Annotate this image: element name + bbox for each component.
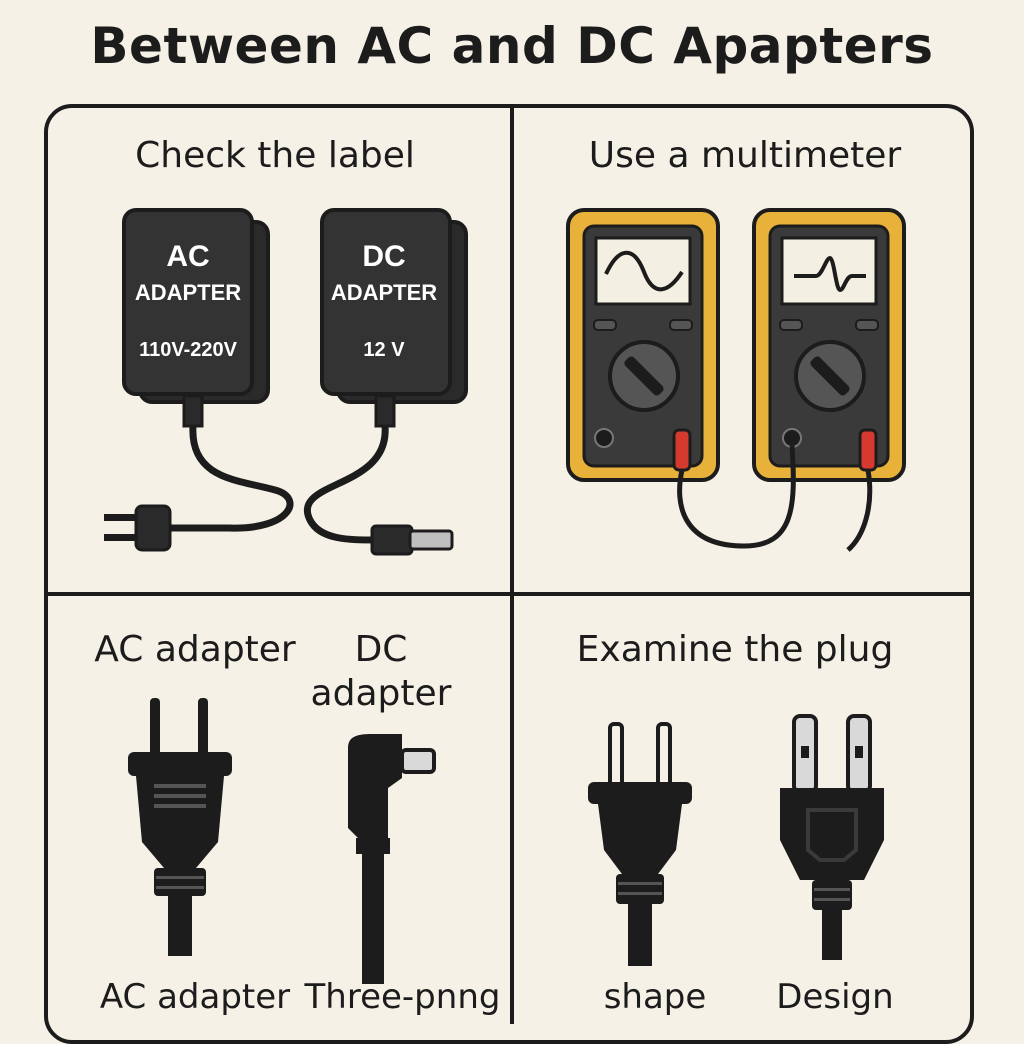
ac-adapter-heading: AC adapter — [94, 629, 296, 670]
plug-heading: Examine the plug — [576, 629, 894, 670]
dc-plug-icon — [348, 734, 436, 984]
dc-adapter-line1: DC — [362, 240, 405, 273]
dc-adapter-rating: 12 V — [363, 339, 405, 361]
label-heading: Check the label — [135, 135, 415, 176]
probe-lead-left — [677, 445, 796, 549]
ac-adapter-icon: AC ADAPTER 110V-220V — [104, 208, 294, 552]
ac-adapter-line2: ADAPTER — [135, 280, 241, 305]
multimeter-illustration — [566, 208, 906, 552]
two-prong-plug-icon — [588, 722, 692, 966]
plug-shape-caption: shape — [603, 977, 707, 1017]
grid-divider-vertical — [510, 104, 514, 1024]
adapters-illustration: AC ADAPTER 110V-220V DC ADAPTER 12 V — [104, 208, 468, 556]
dc-adapter-line2: ADAPTER — [331, 280, 437, 305]
dc-adapter-icon: DC ADAPTER 12 V — [304, 208, 468, 556]
multimeter-left-icon — [566, 208, 720, 482]
dc-adapter-heading-line2: adapter — [310, 673, 452, 714]
page-title: Between AC and DC Apapters — [90, 17, 934, 75]
ac-adapter-rating: 110V-220V — [139, 339, 238, 361]
grid-divider-horizontal — [44, 592, 974, 596]
ac-plug-icon — [128, 698, 232, 956]
dc-adapter-heading-line1: DC — [354, 629, 408, 670]
ac-adapter-line1: AC — [166, 240, 209, 273]
plug-design-caption: Design — [776, 977, 894, 1017]
three-prong-plug-icon — [780, 714, 884, 960]
multimeter-heading: Use a multimeter — [588, 135, 902, 176]
multimeter-right-icon — [752, 208, 906, 482]
ac-adapter-caption: AC adapter — [99, 977, 291, 1017]
probe-lead-right — [846, 469, 873, 552]
dc-adapter-caption: Three-pnng — [304, 977, 501, 1017]
